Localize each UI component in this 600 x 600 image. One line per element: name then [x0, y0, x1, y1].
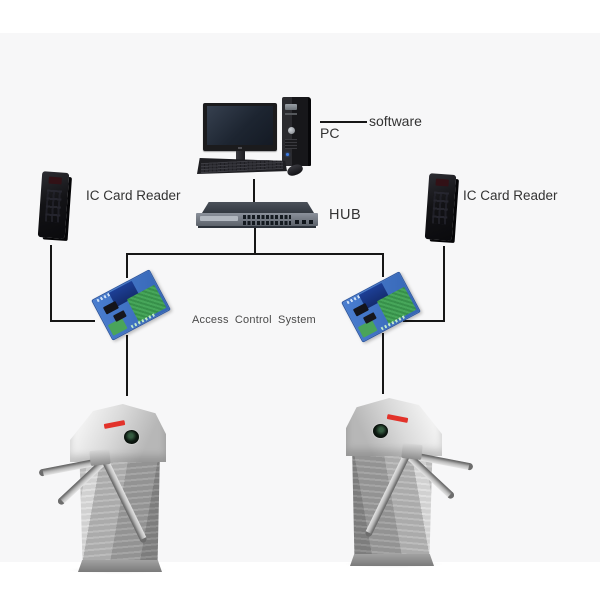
reader-display: [435, 178, 449, 187]
monitor-icon: [203, 103, 277, 151]
reader-display: [48, 176, 62, 185]
connector-hub-to-bus: [254, 226, 256, 255]
connector-right-reader-vertical: [443, 246, 445, 322]
ic-card-reader-left-icon: [37, 170, 74, 244]
network-switch-icon: [196, 202, 320, 229]
switch-front-face: [196, 213, 318, 226]
reader-keypad: [431, 191, 450, 225]
reader-face: [37, 171, 70, 239]
turnstile-emblem: [124, 430, 139, 444]
connector-right-board-to-turnstile: [382, 333, 384, 394]
turnstile-head: [346, 398, 442, 456]
turnstile-emblem: [373, 424, 388, 438]
drive-slot-icon: [285, 113, 297, 115]
turnstile-arm-hub: [401, 442, 423, 461]
ic-card-reader-right-icon: [424, 172, 461, 246]
turnstile-arm-hub: [89, 448, 111, 467]
switch-ports-row-1: [243, 215, 291, 219]
connector-bus-horizontal: [126, 253, 384, 255]
connector-left-board-to-turnstile: [126, 335, 128, 396]
turnstile-base: [78, 560, 162, 572]
monitor-stand-neck: [236, 151, 245, 162]
power-button-icon: [288, 127, 295, 134]
reader-keypad: [44, 189, 63, 223]
pc-label: PC: [320, 125, 340, 141]
tripod-turnstile-left-icon: [28, 402, 180, 574]
power-led-icon: [286, 153, 289, 156]
connector-left-reader-vertical: [50, 245, 52, 322]
tripod-turnstile-right-icon: [332, 396, 484, 568]
connector-bus-to-right-board: [382, 253, 384, 277]
monitor-screen: [207, 106, 273, 145]
switch-uplink-ports: [295, 220, 315, 224]
keyboard-icon: [197, 158, 287, 174]
turnstile-base: [350, 554, 434, 566]
connector-bus-to-left-board: [126, 253, 128, 278]
optical-drive-icon: [285, 104, 297, 110]
switch-base-edge: [198, 226, 316, 228]
connector-left-reader-horizontal: [50, 320, 95, 322]
ic-card-reader-left-label: IC Card Reader: [86, 188, 181, 203]
connector-right-reader-horizontal: [403, 320, 445, 322]
hub-label: HUB: [329, 207, 362, 223]
access-control-system-label: Access Control System: [192, 314, 316, 326]
pc-tower-icon: [282, 97, 311, 166]
ic-card-reader-right-label: IC Card Reader: [463, 188, 558, 203]
switch-ports-row-2: [243, 221, 291, 225]
connector-software: [320, 121, 367, 123]
switch-label-strip: [200, 216, 238, 221]
turnstile-head: [70, 404, 166, 462]
monitor-logo: [238, 147, 242, 149]
reader-face: [424, 173, 457, 241]
keyboard-keys: [201, 158, 283, 174]
software-label: software: [369, 113, 422, 129]
connector-pc-to-hub: [253, 179, 255, 206]
tower-vent-icon: [285, 139, 297, 149]
desktop-computer-icon: [195, 95, 320, 181]
switch-top-face: [202, 202, 314, 213]
